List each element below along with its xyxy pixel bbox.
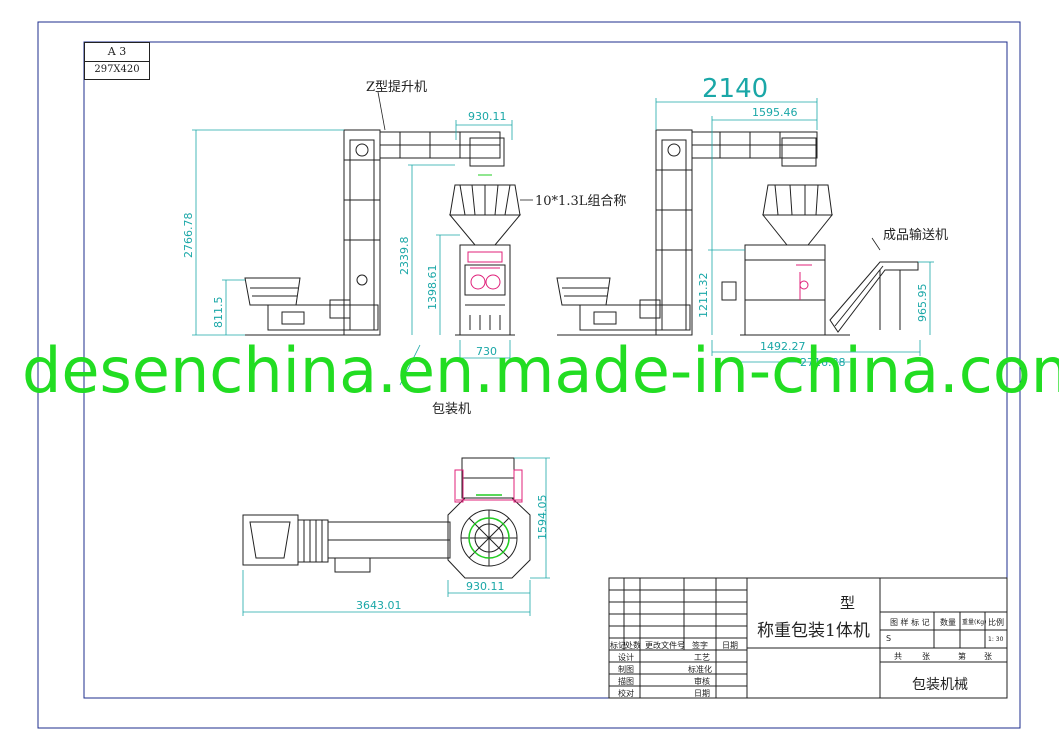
title-type-label: 型 [840,594,856,612]
dim-side-overall: 2140 [702,74,769,104]
col-header-count: 处数 [625,641,641,650]
watermark-text: desenchina.en.made-in-china.com [22,334,1059,407]
row-design: 设计 [618,653,634,662]
side-view [556,129,919,336]
row-trace: 描图 [618,677,634,686]
label-packer: 包装机 [432,402,472,417]
dim-front-packer-height: 1398.61 [426,264,439,311]
dim-plan-height: 1594.05 [536,494,549,541]
plan-view [242,457,531,579]
dim-plan-length: 3643.01 [356,599,402,612]
header-weight: 重量(Kg) [962,619,987,626]
s-mark: S [886,634,892,643]
sheet-no-label: 第 [958,652,966,661]
sheet-size-label: A 3 [107,45,127,58]
dim-front-low-height: 811.5 [212,296,225,329]
header-drawing-mark: 图 样 标 记 [890,618,930,627]
plan-highlight [454,469,523,503]
side-dimension-lines [655,98,934,363]
row-review: 审核 [694,677,710,686]
dim-front-base-width: 730 [476,345,497,358]
front-dimension-lines [192,120,513,386]
row-process: 工艺 [694,653,710,662]
plan-accent [468,494,510,559]
dim-side-extra: 2716.88 [800,356,846,369]
dim-side-conveyor-height: 1211.32 [697,272,710,319]
row-standard: 标准化 [688,665,712,674]
inner-frame [83,41,1008,699]
sheet-size-dims: 297X420 [85,61,149,75]
col-header-mark: 标记 [610,641,626,650]
label-elevator: Z型提升机 [366,80,428,95]
title-company: 包装机械 [912,677,968,693]
dim-front-mid-height: 2339.8 [398,236,411,276]
label-conveyor: 成品输送机 [883,228,949,243]
col-header-sign: 签字 [692,641,708,650]
dim-side-top-width: 1595.46 [752,106,798,119]
header-quantity: 数量 [940,618,956,627]
col-header-file: 更改文件号 [645,641,685,650]
sheet-no-unit: 张 [984,652,992,661]
title-block-lines [608,577,1008,699]
plan-dimension-lines [242,457,550,616]
scale-value: 1: 30 [988,636,1004,643]
dim-front-top-width: 930.11 [468,110,507,123]
header-scale: 比例 [988,618,1004,627]
sheets-total-unit: 张 [922,652,930,661]
sheet-size-box: A 3 297X420 [84,42,150,80]
row-check: 校对 [618,689,634,698]
front-highlight [467,251,503,290]
dim-plan-width: 930.11 [466,580,505,593]
front-view [244,129,522,336]
leader-lines [377,91,881,251]
side-highlight [796,264,812,300]
sheets-total-label: 共 [894,652,902,661]
dim-side-base-width: 1492.27 [760,340,806,353]
outer-frame [37,21,1021,729]
col-header-date: 日期 [722,641,738,650]
row-draft: 制图 [618,665,634,674]
dim-front-total-height: 2766.78 [182,212,195,259]
label-weigher: 10*1.3L组合称 [535,194,627,209]
title-product-name: 称重包装1体机 [757,621,870,641]
row-date: 日期 [694,689,710,698]
dim-side-right-height: 965.95 [916,283,929,323]
